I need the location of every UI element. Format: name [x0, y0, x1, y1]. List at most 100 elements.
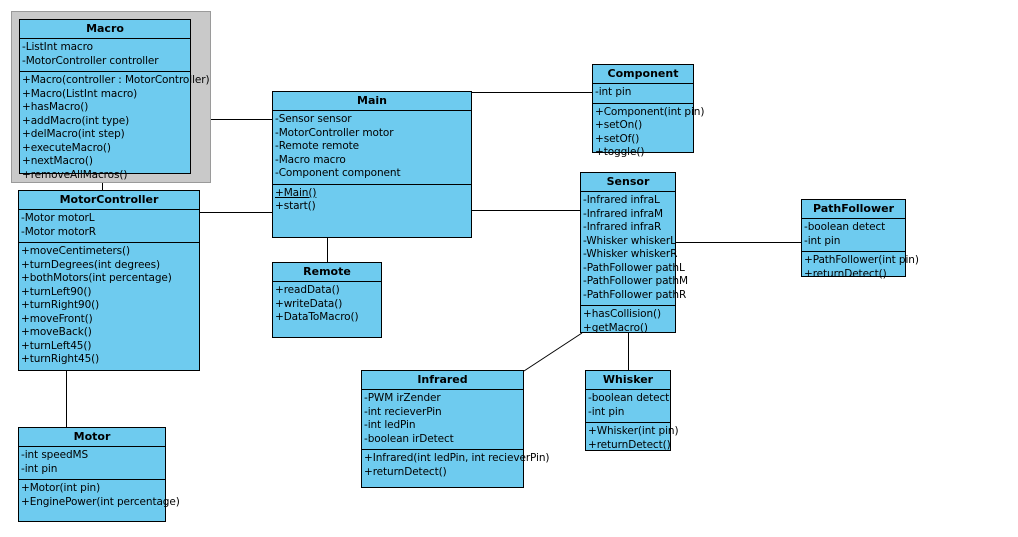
class-title-macro: Macro: [20, 20, 190, 39]
class-box-infrared[interactable]: Infrared -PWM irZender -int recieverPin …: [361, 370, 550, 488]
operation-row: +turnLeft45(): [21, 339, 92, 352]
attribute-row: -MotorController motor: [275, 126, 394, 139]
attribute-row: -boolean detect: [588, 392, 670, 404]
operation-row: +EnginePower(int percentage): [21, 495, 180, 508]
class-title-sensor: Sensor: [581, 173, 675, 192]
operation-row: +DataToMacro(): [275, 311, 359, 323]
operation-row: +returnDetect(): [364, 465, 447, 478]
attribute-row: -Whisker whiskerR: [583, 248, 678, 260]
class-box-whisker[interactable]: Whisker -boolean detect -int pin +Whiske…: [585, 370, 679, 451]
class-box-motorcontroller[interactable]: MotorController -Motor motorL -Motor mot…: [18, 190, 200, 371]
operation-row: +Infrared(int ledPin, int recieverPin): [364, 452, 550, 464]
class-box-main[interactable]: Main -Sensor sensor -MotorController mot…: [272, 91, 472, 238]
class-operations-motor: +Motor(int pin) +EnginePower(int percent…: [19, 480, 180, 521]
class-box-macro[interactable]: Macro -ListInt macro -MotorController co…: [19, 19, 210, 181]
operation-row: +Motor(int pin): [21, 482, 101, 494]
class-box-motor[interactable]: Motor -int speedMS -int pin +Motor(int p…: [18, 427, 180, 522]
operation-row: +toggle(): [595, 146, 645, 158]
class-title-whisker: Whisker: [586, 371, 670, 390]
operation-row: +bothMotors(int percentage): [21, 272, 172, 284]
operation-row: +writeData(): [275, 297, 343, 310]
class-title-motorcontroller: MotorController: [19, 191, 199, 210]
attribute-row: -Component component: [275, 167, 401, 179]
class-box-sensor[interactable]: Sensor -Infrared infraL -Infrared infraM…: [580, 172, 688, 334]
operation-row: +moveBack(): [21, 326, 92, 338]
connector-motorcontroller-motor: [66, 371, 67, 428]
operation-row: +hasMacro(): [22, 101, 89, 113]
class-attributes-sensor: -Infrared infraL -Infrared infraM -Infra…: [581, 192, 688, 306]
attribute-row: -Macro macro: [275, 153, 346, 166]
operation-row: +returnDetect(): [804, 267, 887, 280]
class-box-pathfollower[interactable]: PathFollower -boolean detect -int pin +P…: [801, 199, 919, 280]
attribute-row: -Infrared infraR: [583, 221, 662, 233]
operation-row: +turnLeft90(): [21, 285, 92, 298]
operation-row: +executeMacro(): [22, 141, 111, 154]
operation-row: +moveFront(): [21, 312, 93, 325]
class-attributes-motor: -int speedMS -int pin: [19, 447, 165, 480]
class-operations-remote: +readData() +writeData() +DataToMacro(): [273, 282, 381, 337]
attribute-row: -PathFollower pathR: [583, 288, 687, 301]
operation-row: +start(): [275, 200, 316, 212]
operation-row: +PathFollower(int pin): [804, 254, 919, 266]
attribute-row: -int ledPin: [364, 419, 416, 431]
class-attributes-motorcontroller: -Motor motorL -Motor motorR: [19, 210, 199, 243]
connector-macro-main: [190, 119, 273, 120]
operation-row: +getMacro(): [583, 321, 648, 334]
operation-row: +nextMacro(): [22, 155, 93, 167]
attribute-row: -int pin: [588, 405, 625, 418]
connector-sensor-whisker: [628, 333, 629, 371]
attribute-row: -PWM irZender: [364, 392, 441, 404]
class-attributes-main: -Sensor sensor -MotorController motor -R…: [273, 111, 471, 185]
operation-row: +turnRight45(): [21, 353, 100, 365]
class-attributes-pathfollower: -boolean detect -int pin: [802, 219, 905, 252]
operation-row: +setOn(): [595, 119, 643, 131]
attribute-row: -ListInt macro: [22, 41, 93, 53]
class-box-component[interactable]: Component -int pin +Component(int pin) +…: [592, 64, 704, 158]
connector-main-sensor: [472, 210, 581, 211]
operation-row: +setOf(): [595, 132, 640, 145]
attribute-row: -int pin: [595, 86, 632, 98]
attribute-row: -Motor motorL: [21, 212, 95, 224]
connector-sensor-pathfollower: [676, 242, 802, 243]
class-operations-pathfollower: +PathFollower(int pin) +returnDetect(): [802, 252, 919, 284]
class-title-pathfollower: PathFollower: [802, 200, 905, 219]
operation-row: +Whisker(int pin): [588, 425, 679, 437]
operation-row-static: +Main(): [275, 186, 317, 199]
attribute-row: -int speedMS: [21, 449, 89, 461]
class-operations-sensor: +hasCollision() +getMacro(): [581, 306, 675, 338]
class-title-component: Component: [593, 65, 693, 84]
attribute-row: -Infrared infraL: [583, 194, 660, 206]
class-title-infrared: Infrared: [362, 371, 523, 390]
attribute-row: -Whisker whiskerL: [583, 234, 676, 247]
attribute-row: -MotorController controller: [22, 54, 159, 67]
operation-row: +returnDetect(): [588, 438, 671, 451]
operation-row: +turnDegrees(int degrees): [21, 258, 161, 271]
connector-motorcontroller-main: [200, 212, 273, 213]
operation-row: +Macro(ListInt macro): [22, 87, 138, 100]
class-title-remote: Remote: [273, 263, 381, 282]
class-attributes-infrared: -PWM irZender -int recieverPin -int ledP…: [362, 390, 523, 450]
class-attributes-component: -int pin: [593, 84, 693, 104]
class-operations-macro: +Macro(controller : MotorController) +Ma…: [20, 72, 210, 185]
attribute-row: -int pin: [21, 462, 58, 475]
attribute-row: -int recieverPin: [364, 405, 442, 418]
operation-row: +moveCentimeters(): [21, 245, 131, 257]
operation-row: +hasCollision(): [583, 308, 662, 320]
class-operations-component: +Component(int pin) +setOn() +setOf() +t…: [593, 104, 704, 163]
class-operations-whisker: +Whisker(int pin) +returnDetect(): [586, 423, 679, 455]
class-attributes-macro: -ListInt macro -MotorController controll…: [20, 39, 190, 72]
operation-row: +removeAllMacros(): [22, 168, 128, 181]
attribute-row: -boolean irDetect: [364, 432, 454, 445]
operation-row: +delMacro(int step): [22, 128, 125, 140]
class-operations-main: +Main() +start(): [273, 185, 471, 238]
class-operations-infrared: +Infrared(int ledPin, int recieverPin) +…: [362, 450, 550, 487]
operation-row: +addMacro(int type): [22, 114, 130, 127]
connector-main-component: [472, 92, 593, 93]
class-attributes-whisker: -boolean detect -int pin: [586, 390, 670, 423]
attribute-row: -Sensor sensor: [275, 113, 352, 125]
attribute-row: -Motor motorR: [21, 225, 96, 238]
class-box-remote[interactable]: Remote +readData() +writeData() +DataToM…: [272, 262, 382, 338]
class-title-motor: Motor: [19, 428, 165, 447]
class-operations-motorcontroller: +moveCentimeters() +turnDegrees(int degr…: [19, 243, 199, 370]
